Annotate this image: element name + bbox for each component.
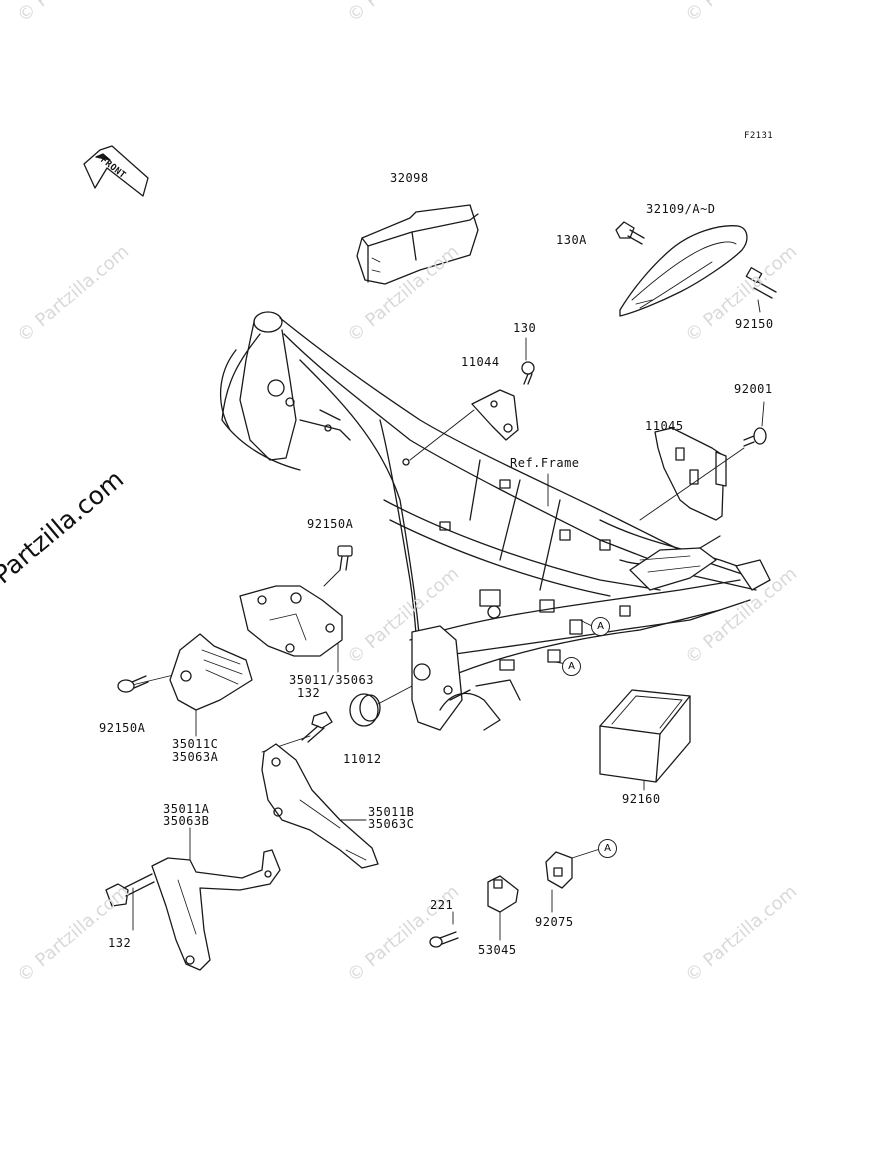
label-35011-35063[interactable]: 35011/35063 <box>289 673 374 687</box>
part-92150A-bolt-top <box>337 545 353 571</box>
label-92150A-left[interactable]: 92150A <box>99 721 146 735</box>
label-11044[interactable]: 11044 <box>461 355 500 369</box>
label-92150A-top[interactable]: 92150A <box>307 517 354 531</box>
marker-a-lower[interactable]: A <box>562 657 581 676</box>
diagram-code: F2131 <box>744 131 774 141</box>
part-11045-bracket <box>654 427 727 521</box>
label-92150[interactable]: 92150 <box>735 317 774 331</box>
part-221-screw <box>429 931 459 948</box>
leader-lines <box>127 299 765 941</box>
label-35011A[interactable]: 35011A <box>163 802 210 816</box>
front-arrow-icon <box>83 145 149 197</box>
frame-ref <box>219 311 771 731</box>
part-130A-bolt <box>615 221 645 245</box>
part-53045-bracket <box>487 875 519 913</box>
part-132-bolt-bottom <box>105 873 155 907</box>
marker-a-upper[interactable]: A <box>591 617 610 636</box>
part-92150A-bolt-left <box>117 675 149 693</box>
label-132-mid[interactable]: 132 <box>297 686 321 700</box>
label-35011B[interactable]: 35011B <box>368 805 415 819</box>
part-35011A-bracket <box>151 849 281 971</box>
label-11045[interactable]: 11045 <box>645 419 684 433</box>
part-11044-bracket <box>471 389 519 441</box>
label-132-bottom[interactable]: 132 <box>108 936 132 950</box>
label-53045[interactable]: 53045 <box>478 943 517 957</box>
label-11012[interactable]: 11012 <box>343 752 382 766</box>
label-92075[interactable]: 92075 <box>535 915 574 929</box>
label-ref-frame[interactable]: Ref.Frame <box>510 456 580 470</box>
part-35011C-bracket <box>169 633 253 711</box>
part-130-bolt <box>521 361 535 385</box>
marker-a-battery[interactable]: A <box>598 839 617 858</box>
part-11012-plug <box>349 693 381 727</box>
label-92001[interactable]: 92001 <box>734 382 773 396</box>
label-130[interactable]: 130 <box>513 321 537 335</box>
part-32109-side-cover <box>619 225 748 317</box>
label-35063C[interactable]: 35063C <box>368 817 415 831</box>
part-132-bolt-mid <box>301 711 333 743</box>
part-92150-bolt <box>745 267 777 299</box>
label-32098[interactable]: 32098 <box>390 171 429 185</box>
label-35063A[interactable]: 35063A <box>172 750 219 764</box>
part-92160-case <box>599 689 691 783</box>
label-130A[interactable]: 130A <box>556 233 587 247</box>
part-92075-rubber <box>545 851 573 889</box>
part-35011-35063-bracket <box>239 585 343 657</box>
label-221[interactable]: 221 <box>430 898 454 912</box>
part-32098-cover <box>356 204 479 285</box>
label-32109[interactable]: 32109/A~D <box>646 202 716 216</box>
part-92001-bolt <box>743 427 767 447</box>
label-35011C[interactable]: 35011C <box>172 737 219 751</box>
part-35011B-bracket <box>261 743 379 869</box>
label-35063B[interactable]: 35063B <box>163 814 210 828</box>
label-92160[interactable]: 92160 <box>622 792 661 806</box>
